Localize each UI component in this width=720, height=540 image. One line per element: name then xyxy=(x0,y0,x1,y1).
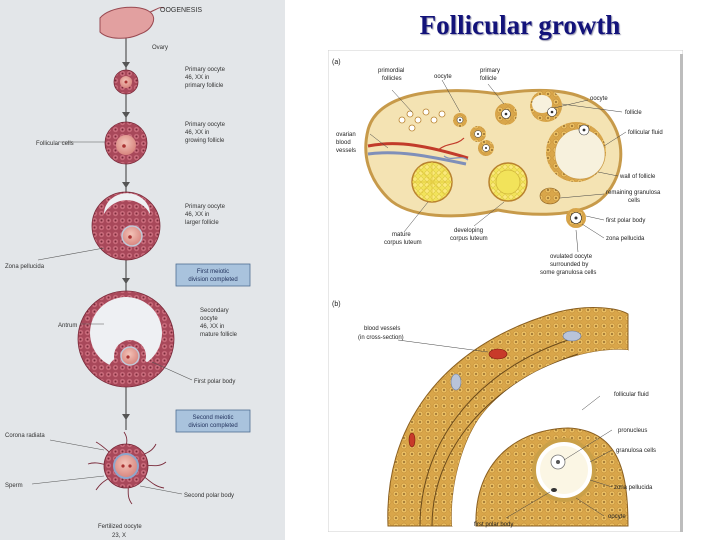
oocyte-right-label: oocyte xyxy=(590,96,608,102)
primary-follicle-label-1: primary xyxy=(480,68,500,74)
box2-line2: division completed xyxy=(188,423,237,429)
developing-cl-label-2: corpus luteum xyxy=(450,236,488,242)
fertilized-line2: 23, X xyxy=(112,533,126,539)
stage4-line2: oocyte xyxy=(200,316,218,322)
fertilized-line1: Fertilized oocyte xyxy=(98,524,142,530)
sperm-label: Sperm xyxy=(5,483,23,489)
first-polar-body-label: First polar body xyxy=(194,379,235,385)
stage1-line1: Primary oocyte xyxy=(185,67,226,73)
ovary-label: Ovary xyxy=(152,45,168,51)
first-polar-body-b-label: first polar body xyxy=(474,522,513,528)
larger-follicle xyxy=(92,192,160,260)
ovulated-label-2: surrounded by xyxy=(550,262,588,268)
follicular-cells-label: Follicular cells xyxy=(36,141,74,147)
antrum-label: Antrum xyxy=(58,323,77,329)
slide-title: Follicular growth xyxy=(330,10,710,41)
primordial-label-1: primordial xyxy=(378,68,404,74)
stage4-line4: mature follicle xyxy=(200,332,238,338)
remaining-granulosa-label-2: cells xyxy=(628,198,640,204)
panel-a-tag: (a) xyxy=(332,59,341,66)
ovarian-label-1: ovarian xyxy=(336,132,356,138)
mature-cl-label-2: corpus luteum xyxy=(384,240,422,246)
stage3-line1: Primary oocyte xyxy=(185,204,226,210)
blood-vessels-label-1: blood vessels xyxy=(364,326,400,332)
oogenesis-diagram: OOGENESIS Ovary Primary oocyte 46, XX in… xyxy=(0,0,285,540)
stage2-line3: growing follicle xyxy=(185,138,225,144)
ovulated-label-3: some granulosa cells xyxy=(540,270,596,276)
growing-follicle xyxy=(105,122,147,164)
ovulated-oocyte xyxy=(566,208,586,228)
stage2-line1: Primary oocyte xyxy=(185,122,226,128)
box1-line2: division completed xyxy=(188,277,237,283)
developing-cl-label-1: developing xyxy=(454,228,483,234)
ovarian-label-2: blood xyxy=(336,140,351,146)
panel-b-tag: (b) xyxy=(332,301,341,308)
mature-cl-label-1: mature xyxy=(392,232,411,238)
stage3-line3: larger follicle xyxy=(185,220,219,226)
ovarian-label-3: vessels xyxy=(336,148,356,154)
follicular-fluid-b-label: follicular fluid xyxy=(614,392,649,398)
ovulated-label-1: ovulated oocyte xyxy=(550,254,593,260)
oocyte-top-label: oocyte xyxy=(434,74,452,80)
corona-radiata-label: Corona radiata xyxy=(5,433,45,439)
blood-vessels-label-2: (in cross-section) xyxy=(358,335,404,341)
stage3-line2: 46, XX in xyxy=(185,212,209,218)
primary-follicle-label-2: follicle xyxy=(480,76,497,82)
oogenesis-heading: OOGENESIS xyxy=(160,7,202,14)
stage2-line2: 46, XX in xyxy=(185,130,209,136)
wall-of-follicle-label: wall of follicle xyxy=(619,174,656,180)
mature-follicle xyxy=(78,291,174,387)
follicular-fluid-a-label: follicular fluid xyxy=(628,130,663,136)
primordial-label-2: follicles xyxy=(382,76,402,82)
stage1-line3: primary follicle xyxy=(185,83,224,89)
granulosa-cells-label: granulosa cells xyxy=(616,448,656,454)
box2-line1: Second meiotic xyxy=(192,415,233,421)
follicle-label: follicle xyxy=(625,110,642,116)
box1-line1: First meiotic xyxy=(197,269,229,275)
pronucleus-label: pronucleus xyxy=(618,428,647,434)
stage1-line2: 46, XX in xyxy=(185,75,209,81)
ovary-cross-section xyxy=(366,90,621,216)
follicle-diagram: (a) xyxy=(328,50,683,532)
zona-pellucida-b-label: zona pellucida xyxy=(614,485,653,491)
first-polar-body-a-label: first polar body xyxy=(606,218,645,224)
primary-follicle xyxy=(114,70,138,94)
zona-pellucida-a-label: zona pellucida xyxy=(606,236,645,242)
zona-pellucida-label: Zona pellucida xyxy=(5,264,45,270)
stage4-line3: 46, XX in xyxy=(200,324,224,330)
remaining-granulosa-label-1: remaining granulosa xyxy=(606,190,661,196)
oocyte-b-label: oocyte xyxy=(608,514,626,520)
second-polar-body-label: Second polar body xyxy=(184,493,234,499)
stage4-line1: Secondary xyxy=(200,308,229,314)
